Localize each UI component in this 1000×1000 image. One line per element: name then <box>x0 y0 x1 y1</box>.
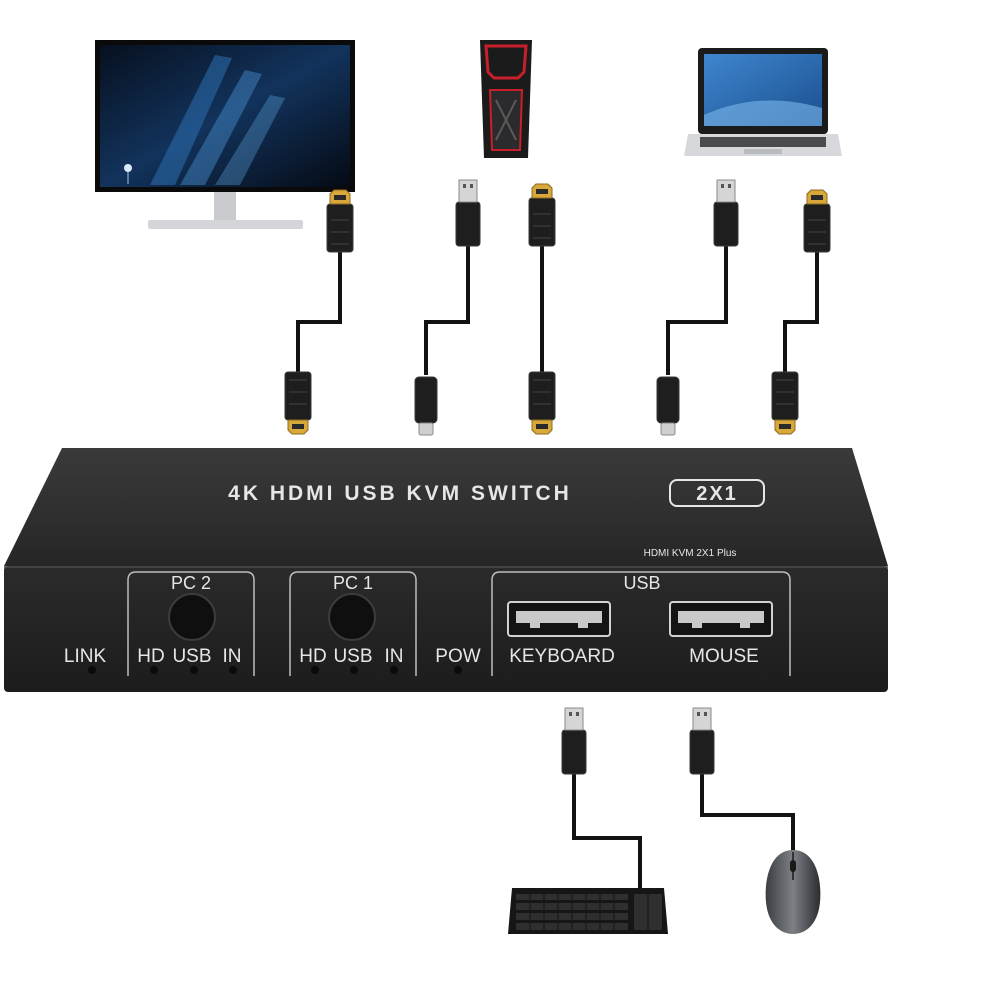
pc1-usb-led <box>350 666 358 674</box>
pc2-usb-label: USB <box>172 646 211 667</box>
mouse-port-label: MOUSE <box>689 646 759 667</box>
hdmi-plug-pc2-in <box>528 371 556 435</box>
badge-frame <box>669 479 765 507</box>
pc2-hd-label: HD <box>137 646 164 667</box>
mouse-icon <box>765 850 821 934</box>
switch-top-face <box>4 448 888 566</box>
model-name: HDMI KVM 2X1 Plus <box>644 548 737 559</box>
pc1-hd-led <box>311 666 319 674</box>
pow-led <box>454 666 462 674</box>
hdmi-plug-pc1-in <box>771 371 799 435</box>
keyboard-port-label: KEYBOARD <box>509 646 615 667</box>
keyboard-icon <box>508 888 668 934</box>
pc2-usb-led <box>190 666 198 674</box>
pc1-label: PC 1 <box>333 573 373 593</box>
pow-label: POW <box>435 646 480 667</box>
pc2-label: PC 2 <box>171 573 211 593</box>
usb-plug-pc2 <box>455 179 481 247</box>
laptop-icon <box>684 48 842 156</box>
pc2-in-led <box>229 666 237 674</box>
pc1-usb-label: USB <box>333 646 372 667</box>
keyboard-usb-plug <box>561 707 587 775</box>
desktop-tower-icon <box>480 40 532 158</box>
monitor-icon <box>95 40 355 229</box>
pc2-select-button[interactable] <box>168 593 216 641</box>
mouse-usb-plug <box>689 707 715 775</box>
usb-plug-pc1 <box>713 179 739 247</box>
switch-front-face <box>4 566 888 692</box>
hdmi-plug-monitor-out <box>284 371 312 435</box>
keyboard-usb-port[interactable] <box>507 601 611 637</box>
usb-group-label: USB <box>623 573 660 593</box>
pc2-hd-led <box>150 666 158 674</box>
micro-usb-plug-pc2 <box>414 376 438 436</box>
pc1-hd-label: HD <box>299 646 326 667</box>
link-label: LINK <box>64 646 107 667</box>
micro-usb-plug-pc1 <box>656 376 680 436</box>
pc2-in-label: IN <box>223 646 242 667</box>
hdmi-plug-monitor-top <box>327 190 353 252</box>
model-badge: 2X1 <box>696 483 738 505</box>
pc1-select-button[interactable] <box>328 593 376 641</box>
lower-cables <box>572 772 795 890</box>
hdmi-plug-pc1-top <box>804 190 830 252</box>
kvm-switch: 4K HDMI USB KVM SWITCH 2X1 HDMI KVM 2X1 … <box>4 448 888 692</box>
pc1-in-label: IN <box>385 646 404 667</box>
pc1-in-led <box>390 666 398 674</box>
link-led <box>88 666 96 674</box>
upper-cables <box>296 240 819 375</box>
device-title: 4K HDMI USB KVM SWITCH <box>228 482 572 505</box>
hdmi-plug-pc2-top <box>529 184 555 246</box>
mouse-usb-port[interactable] <box>669 601 773 637</box>
